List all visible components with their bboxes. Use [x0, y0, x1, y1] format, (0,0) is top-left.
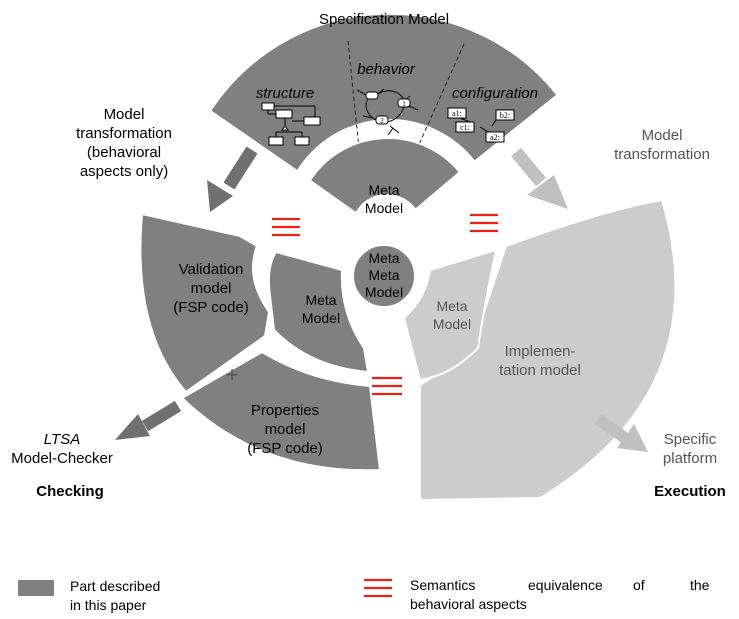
config-box-a1: a1: [452, 109, 462, 118]
meta-model-top-line2: Model [365, 200, 403, 216]
meta-meta-model [352, 244, 416, 308]
properties-model-line3: (FSP code) [247, 440, 323, 457]
meta-meta-model-line3: Model [365, 284, 403, 300]
right-transform-line1: Model [642, 127, 683, 144]
left-transform-line3: (behavioral [87, 144, 161, 161]
checker-name: LTSA [44, 431, 80, 448]
legend-sem-word-2: equivalence [528, 577, 603, 593]
meta-model-top-line1: Meta [368, 182, 399, 198]
meta-model-left-line1: Meta [305, 292, 336, 308]
checker-label: Model-Checker [11, 450, 113, 467]
config-box-b2: b2: [500, 111, 510, 120]
validation-model-line1: Validation [179, 261, 244, 278]
execution-label: Execution [654, 483, 726, 500]
left-transform-line1: Model [104, 106, 145, 123]
arrow-right-transformation [511, 147, 568, 209]
structure-class-diagram [261, 102, 321, 146]
equivalence-mark-right [470, 213, 498, 233]
arrow-to-platform [594, 414, 648, 452]
spec-divider-2 [411, 43, 465, 161]
properties-model-line2: model [265, 421, 306, 438]
validation-model-line2: model [191, 280, 232, 297]
specification-model: structure behavior configuration [208, 12, 559, 173]
config-box-a2: a2: [490, 133, 500, 142]
legend-equivalence-icon [364, 578, 392, 598]
behavior-state-machine [356, 88, 419, 136]
section-configuration: configuration [452, 85, 538, 102]
equivalence-mark-left [272, 217, 300, 237]
meta-model-right-line1: Meta [436, 298, 467, 314]
legend-dark-swatch [18, 580, 54, 596]
left-transform-line2: transformation [76, 125, 172, 142]
legend-sem-word-3: of [633, 577, 645, 593]
legend-part-line1: Part described [70, 578, 160, 594]
behavior-state-2: 2 [380, 117, 384, 125]
equivalence-mark-bottom [372, 376, 402, 396]
platform-line1: Specific [664, 431, 717, 448]
behavior-state-1: 1 [402, 100, 406, 108]
properties-model [180, 350, 382, 472]
meta-meta-model-line2: Meta [368, 267, 399, 283]
meta-model-left [267, 250, 370, 374]
meta-meta-model-line1: Meta [368, 250, 399, 266]
meta-model-right-line2: Model [433, 316, 471, 332]
meta-model-left-line2: Model [302, 310, 340, 326]
meta-model-top [308, 137, 462, 215]
config-box-c1: c1: [460, 123, 470, 132]
left-transform-line4: aspects only) [80, 163, 168, 180]
legend-sem-line2: behavioral aspects [410, 596, 527, 612]
legend-sem-word-1: Semantics [410, 577, 475, 593]
implementation-model-line2: tation model [499, 362, 581, 379]
properties-model-line1: Properties [251, 402, 319, 419]
implementation-model-line1: Implemen- [505, 343, 576, 360]
section-structure: structure [256, 85, 314, 102]
legend-part-line2: in this paper [70, 597, 147, 613]
validation-model-line3: (FSP code) [173, 299, 249, 316]
arrow-to-checker [115, 400, 182, 440]
legend-sem-word-4: the [690, 577, 710, 593]
right-transform-line2: transformation [614, 146, 710, 163]
validation-model [139, 212, 271, 394]
section-behavior: behavior [357, 61, 416, 78]
spec-divider-1 [347, 40, 361, 159]
checking-label: Checking [36, 483, 104, 500]
arrow-left-transformation [207, 146, 258, 212]
plus-sign: + [226, 362, 239, 387]
spec-title: Specification Model [319, 11, 449, 28]
platform-line2: platform [663, 450, 717, 467]
configuration-object-diagram [447, 107, 515, 143]
meta-model-right [402, 248, 498, 382]
